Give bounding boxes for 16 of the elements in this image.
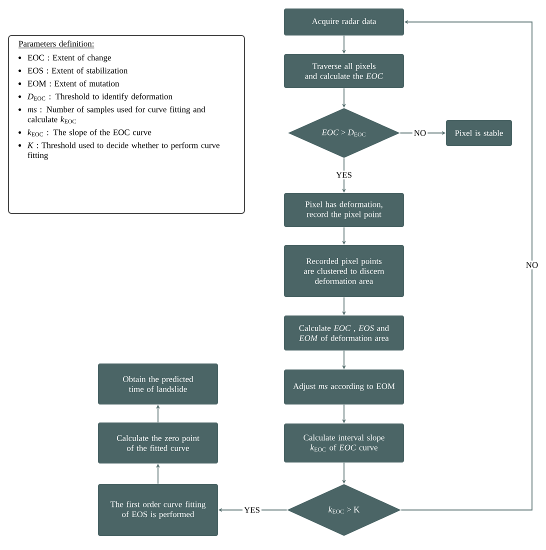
edge-label: NO	[412, 128, 428, 138]
process-box: Acquire radar data	[284, 8, 404, 36]
process-box: Calculate the zero point of the fitted curve	[98, 422, 218, 464]
process-box: Traverse all pixels and calculate the EOC	[284, 54, 404, 88]
process-box: Adjust ms according to EOM	[284, 370, 404, 404]
process-box: Pixel is stable	[446, 120, 512, 146]
process-box: Calculate EOC , EOS and EOM of deformation area	[284, 316, 404, 350]
edge-label: YES	[334, 170, 354, 180]
edge-label: NO	[524, 260, 540, 270]
process-box: The first order curve fitting of EOS is performed	[98, 484, 218, 536]
legend-box: Parameters definition: EOC : Extent of change EOS : Extent of stabilization EOM : Extent of mutation D$_{EOC}$ : Threshold to identify deformation ms : Number of samples used for curve fitting and calculate k$_{EOC}$ k$_{EOC}$ : The slope of the EOC curve K : Threshold used to decide whether to perform curve fitting	[8, 35, 245, 214]
process-box: Obtain the predicted time of landslide	[98, 364, 218, 404]
process-box: Calculate interval slope k$_{EOC}$ of EOC curve	[284, 424, 404, 462]
process-box: Pixel has deformation, record the pixel point	[284, 193, 404, 227]
process-box: Recorded pixel points are clustered to discern deformation area	[284, 245, 404, 297]
edge-label: YES	[242, 506, 262, 514]
